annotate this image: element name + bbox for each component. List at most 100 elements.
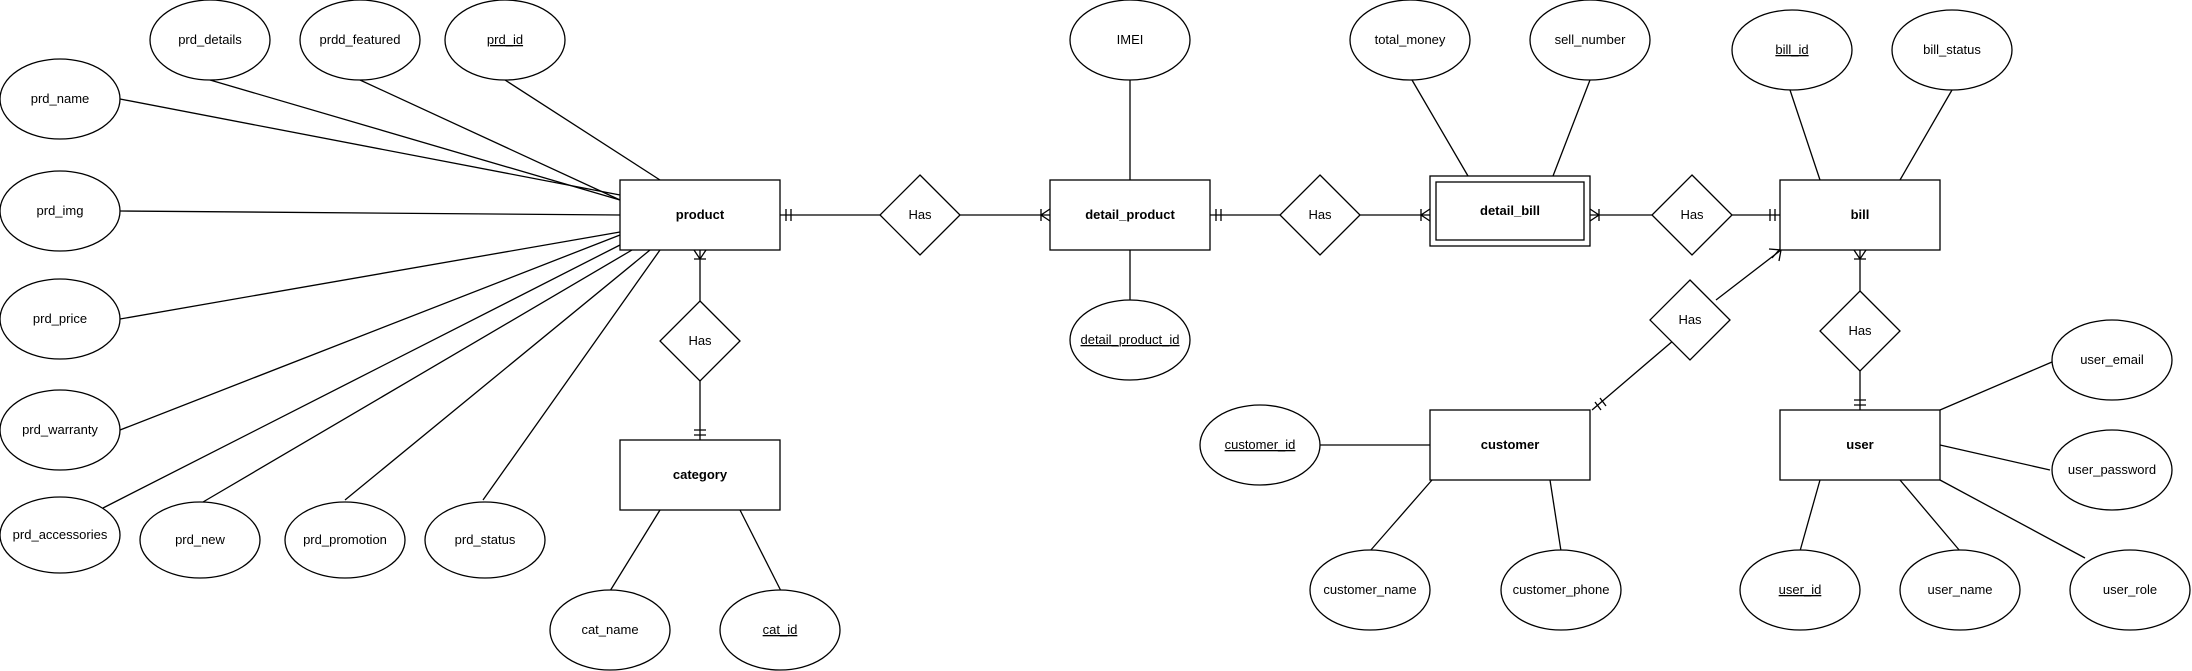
relationship-detail-product-detail-bill-label: Has: [1308, 207, 1332, 222]
edge-user-role: [1939, 479, 2086, 559]
edge-cat-name: [609, 509, 661, 592]
attribute-prd-price[interactable]: prd_price: [0, 278, 121, 360]
attribute-prd-details[interactable]: prd_details: [149, 0, 271, 81]
entity-detail-bill-label: detail_bill: [1480, 203, 1540, 218]
attribute-user-role[interactable]: user_role: [2069, 549, 2191, 631]
attribute-cat-name[interactable]: cat_name: [549, 589, 671, 671]
edge-prd-new: [202, 249, 633, 503]
attribute-customer-name-label: customer_name: [1323, 582, 1416, 597]
attribute-prd-new[interactable]: prd_new: [139, 501, 261, 579]
relationship-bill-user-label: Has: [1848, 323, 1872, 338]
attribute-sell-number-label: sell_number: [1555, 32, 1626, 47]
attribute-total-money[interactable]: total_money: [1349, 0, 1471, 81]
attribute-cat-name-label: cat_name: [581, 622, 638, 637]
entity-bill[interactable]: bill: [1779, 179, 1941, 251]
edge-user-email: [1939, 361, 2053, 411]
one-marker-category-top: [694, 429, 706, 436]
entity-detail-product[interactable]: detail_product: [1049, 179, 1211, 251]
attribute-imei[interactable]: IMEI: [1069, 0, 1191, 81]
one-marker-customer: [1594, 397, 1607, 411]
attribute-bill-status[interactable]: bill_status: [1891, 9, 2013, 91]
one-marker-detail-product-right: [1215, 209, 1222, 221]
attribute-imei-label: IMEI: [1117, 32, 1144, 47]
attribute-customer-phone[interactable]: customer_phone: [1500, 549, 1622, 631]
one-marker-user-top: [1854, 399, 1866, 406]
edge-bill-id: [1789, 89, 1821, 181]
attribute-prd-id[interactable]: prd_id: [444, 0, 566, 81]
cardinality-markers: [693, 208, 1867, 436]
relationship-detail-bill-bill[interactable]: Has: [1651, 174, 1733, 256]
attribute-prd-accessories-label: prd_accessories: [13, 527, 108, 542]
attribute-user-name[interactable]: user_name: [1899, 549, 2021, 631]
attribute-bill-id-label: bill_id: [1775, 42, 1808, 57]
attribute-prd-name[interactable]: prd_name: [0, 58, 121, 140]
edge-user-name: [1899, 479, 1961, 552]
edge-bill-status: [1899, 89, 1953, 181]
one-marker-bill-left: [1769, 209, 1776, 221]
edge-customer-name: [1369, 479, 1433, 552]
attribute-user-id-label: user_id: [1779, 582, 1822, 597]
many-marker-detail-bill-left: [1419, 208, 1431, 222]
relationship-detail-bill-bill-label: Has: [1680, 207, 1704, 222]
edge-user-password: [1939, 444, 2051, 471]
attribute-prd-img-label: prd_img: [37, 203, 84, 218]
attribute-cat-id[interactable]: cat_id: [719, 589, 841, 671]
relationship-bill-customer[interactable]: Has: [1649, 279, 1731, 361]
edge-prdd-featured: [359, 79, 621, 201]
entity-bill-label: bill: [1851, 207, 1870, 222]
attribute-prd-promotion[interactable]: prd_promotion: [284, 501, 406, 579]
attribute-bill-status-label: bill_status: [1923, 42, 1981, 57]
entity-category[interactable]: category: [619, 439, 781, 511]
edge-prd-name: [119, 98, 621, 196]
attribute-user-id[interactable]: user_id: [1739, 549, 1861, 631]
attribute-user-password[interactable]: user_password: [2051, 429, 2173, 511]
relationship-bill-user[interactable]: Has: [1819, 290, 1901, 372]
edge-prd-img: [119, 210, 621, 216]
entity-user[interactable]: user: [1779, 409, 1941, 481]
relationship-detail-product-detail-bill[interactable]: Has: [1279, 174, 1361, 256]
attribute-prd-accessories[interactable]: prd_accessories: [0, 496, 121, 574]
connector-lines: [102, 79, 2086, 592]
edge-bill-has-customer-top: [1715, 249, 1782, 301]
many-marker-product-bottom: [693, 249, 707, 261]
entity-category-label: category: [673, 467, 728, 482]
attribute-customer-id[interactable]: customer_id: [1199, 404, 1321, 486]
entity-user-label: user: [1846, 437, 1873, 452]
attribute-bill-id[interactable]: bill_id: [1731, 9, 1853, 91]
attribute-customer-name[interactable]: customer_name: [1309, 549, 1431, 631]
attribute-prd-status-label: prd_status: [455, 532, 516, 547]
attribute-customer-phone-label: customer_phone: [1513, 582, 1610, 597]
attribute-detail-product-id[interactable]: detail_product_id: [1069, 299, 1191, 381]
entity-customer[interactable]: customer: [1429, 409, 1591, 481]
attribute-prd-details-label: prd_details: [178, 32, 242, 47]
relationship-product-detail-product-label: Has: [908, 207, 932, 222]
attribute-prdd-featured-label: prdd_featured: [320, 32, 401, 47]
relationship-product-category[interactable]: Has: [659, 300, 741, 382]
attribute-user-password-label: user_password: [2068, 462, 2156, 477]
attribute-user-email[interactable]: user_email: [2051, 319, 2173, 401]
attribute-prd-status[interactable]: prd_status: [424, 501, 546, 579]
entity-detail-bill[interactable]: detail_bill: [1429, 175, 1591, 247]
many-marker-detail-bill-right: [1589, 208, 1601, 222]
one-marker-product-right: [785, 209, 792, 221]
edge-prd-id: [504, 79, 661, 181]
attribute-user-email-label: user_email: [2080, 352, 2144, 367]
entity-customer-label: customer: [1481, 437, 1540, 452]
many-marker-bill-customer: [1768, 248, 1782, 262]
edge-prd-details: [209, 79, 621, 201]
edge-prd-promotion: [344, 249, 651, 501]
edge-sell-number: [1552, 79, 1591, 177]
attribute-prd-img[interactable]: prd_img: [0, 170, 121, 252]
relationship-product-detail-product[interactable]: Has: [879, 174, 961, 256]
attribute-sell-number[interactable]: sell_number: [1529, 0, 1651, 81]
edge-customer-phone: [1549, 479, 1562, 552]
attribute-prd-price-label: prd_price: [33, 311, 87, 326]
many-marker-detail-product-left: [1039, 208, 1051, 222]
entity-product[interactable]: product: [619, 179, 781, 251]
attribute-prd-warranty[interactable]: prd_warranty: [0, 389, 121, 471]
attribute-prdd-featured[interactable]: prdd_featured: [299, 0, 421, 81]
attribute-user-role-label: user_role: [2103, 582, 2157, 597]
edge-user-id: [1799, 479, 1821, 552]
relationship-product-category-label: Has: [688, 333, 712, 348]
